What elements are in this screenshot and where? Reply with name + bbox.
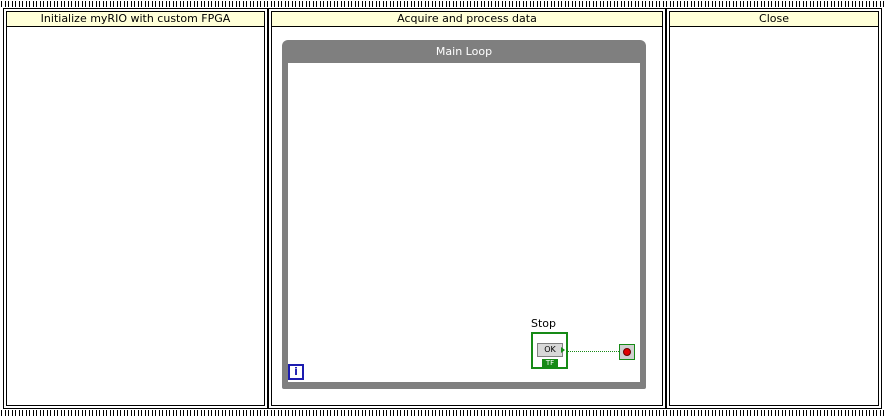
stop-control-label[interactable]: Stop — [531, 317, 557, 330]
main-while-loop[interactable]: Main Loop — [282, 40, 646, 389]
iteration-terminal-icon[interactable]: i — [288, 364, 304, 380]
boolean-wire[interactable] — [568, 351, 619, 352]
frame-diagram-area[interactable] — [6, 27, 265, 406]
sequence-frame-initialize[interactable]: Initialize myRIO with custom FPGA — [3, 8, 268, 409]
frame-diagram-area[interactable] — [669, 27, 879, 406]
frame-label: Acquire and process data — [271, 11, 663, 27]
output-terminal-arrow-icon — [561, 347, 565, 353]
frame-label: Close — [669, 11, 879, 27]
frame-diagram-area[interactable] — [271, 27, 663, 406]
frame-label: Initialize myRIO with custom FPGA — [6, 11, 265, 27]
boolean-type-tag: TF — [542, 359, 558, 367]
loop-title: Main Loop — [435, 45, 493, 58]
sequence-bottom-filmstrip — [0, 409, 885, 417]
sequence-top-filmstrip — [0, 0, 885, 8]
ok-button-icon: OK — [537, 343, 563, 357]
stop-if-true-icon — [623, 348, 631, 356]
sequence-frame-close[interactable]: Close — [666, 8, 882, 409]
stop-boolean-control[interactable]: OK TF — [531, 332, 568, 369]
loop-diagram-area[interactable] — [288, 63, 640, 382]
stop-condition-terminal-icon[interactable] — [619, 344, 635, 360]
